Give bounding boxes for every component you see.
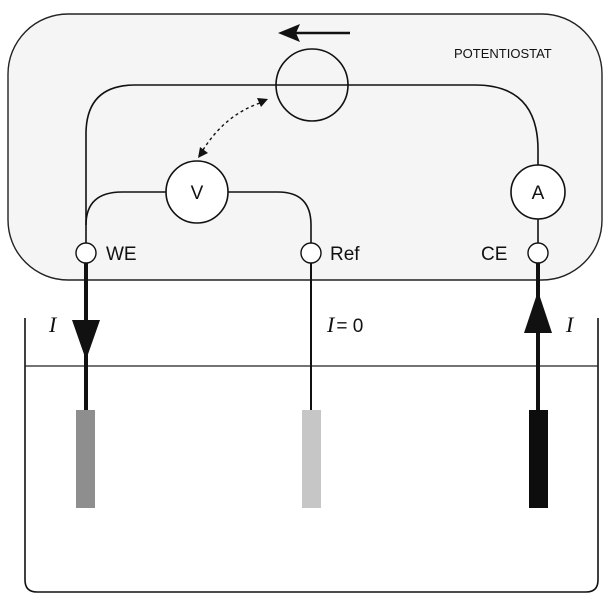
current-direction-arrow bbox=[278, 24, 350, 42]
ce-terminal bbox=[527, 242, 549, 264]
ref-current-label: I= 0 bbox=[326, 312, 363, 337]
feedback-dotted-arrow bbox=[198, 98, 268, 158]
source-to-ammeter-wire bbox=[348, 84, 539, 168]
voltmeter-we-wire bbox=[85, 191, 177, 226]
ce-current-label: I bbox=[565, 312, 575, 337]
ref-label: Ref bbox=[330, 244, 360, 265]
ammeter-circle bbox=[510, 164, 566, 220]
counter-electrode bbox=[529, 410, 548, 508]
we-current-arrow-head bbox=[72, 320, 100, 360]
we-terminal bbox=[75, 242, 97, 264]
ref-current-symbol: I bbox=[326, 312, 336, 337]
working-electrode bbox=[76, 410, 95, 508]
voltmeter-ref-wire bbox=[227, 191, 312, 243]
ref-terminal bbox=[300, 242, 322, 264]
ammeter-label: A bbox=[532, 183, 545, 204]
source-to-we-wire bbox=[85, 84, 276, 243]
voltmeter-label: V bbox=[191, 183, 204, 204]
we-current-label: I bbox=[48, 312, 58, 337]
potentiostat-panel bbox=[7, 13, 603, 281]
ref-current-value: = 0 bbox=[336, 316, 363, 337]
reference-electrode bbox=[302, 410, 321, 508]
potentiostat-label: POTENTIOSTAT bbox=[454, 46, 552, 61]
voltmeter-circle bbox=[165, 160, 229, 224]
ce-current-arrow-head bbox=[524, 291, 552, 333]
we-label: WE bbox=[106, 244, 137, 265]
beaker-outline bbox=[24, 318, 599, 593]
ce-label: CE bbox=[481, 244, 507, 265]
